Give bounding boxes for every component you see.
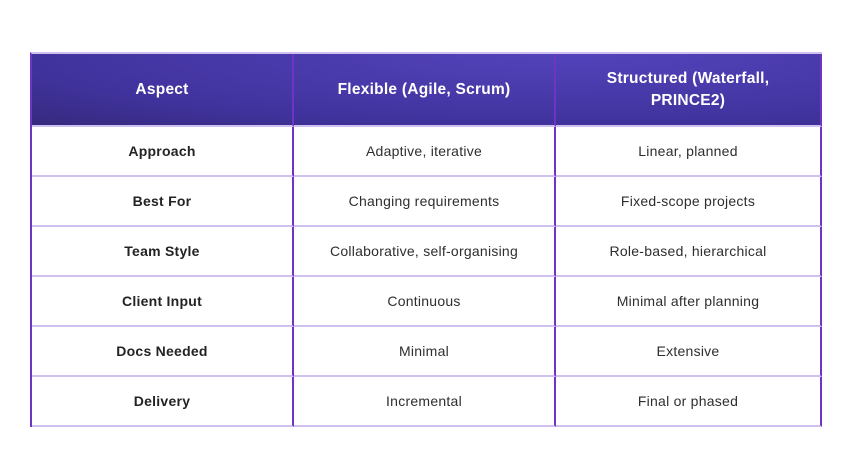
- table-header: Aspect Flexible (Agile, Scrum) Structure…: [32, 54, 822, 127]
- row-label: Client Input: [32, 277, 294, 327]
- row-label: Docs Needed: [32, 327, 294, 377]
- structured-value-cell: Final or phased: [556, 377, 822, 427]
- table-row: Docs Needed Minimal Extensive: [32, 327, 822, 377]
- comparison-table: Aspect Flexible (Agile, Scrum) Structure…: [30, 52, 822, 427]
- table-row: Team Style Collaborative, self-organisin…: [32, 227, 822, 277]
- header-cell-structured: Structured (Waterfall, PRINCE2): [556, 54, 822, 127]
- row-label: Approach: [32, 127, 294, 177]
- row-label: Best For: [32, 177, 294, 227]
- structured-value-cell: Fixed-scope projects: [556, 177, 822, 227]
- structured-value-cell: Role-based, hierarchical: [556, 227, 822, 277]
- table-row: Best For Changing requirements Fixed-sco…: [32, 177, 822, 227]
- flexible-value-cell: Minimal: [294, 327, 556, 377]
- flexible-value-cell: Collaborative, self-organising: [294, 227, 556, 277]
- flexible-value-cell: Changing requirements: [294, 177, 556, 227]
- flexible-value-cell: Adaptive, iterative: [294, 127, 556, 177]
- row-label: Delivery: [32, 377, 294, 427]
- table-body: Approach Adaptive, iterative Linear, pla…: [32, 127, 822, 427]
- header-row: Aspect Flexible (Agile, Scrum) Structure…: [32, 54, 822, 127]
- table-row: Client Input Continuous Minimal after pl…: [32, 277, 822, 327]
- structured-value-cell: Extensive: [556, 327, 822, 377]
- table-row: Delivery Incremental Final or phased: [32, 377, 822, 427]
- structured-value-cell: Linear, planned: [556, 127, 822, 177]
- comparison-table-container: Aspect Flexible (Agile, Scrum) Structure…: [30, 52, 822, 427]
- flexible-value-cell: Continuous: [294, 277, 556, 327]
- flexible-value-cell: Incremental: [294, 377, 556, 427]
- header-cell-flexible: Flexible (Agile, Scrum): [294, 54, 556, 127]
- header-cell-aspect: Aspect: [32, 54, 294, 127]
- structured-value-cell: Minimal after planning: [556, 277, 822, 327]
- table-row: Approach Adaptive, iterative Linear, pla…: [32, 127, 822, 177]
- row-label: Team Style: [32, 227, 294, 277]
